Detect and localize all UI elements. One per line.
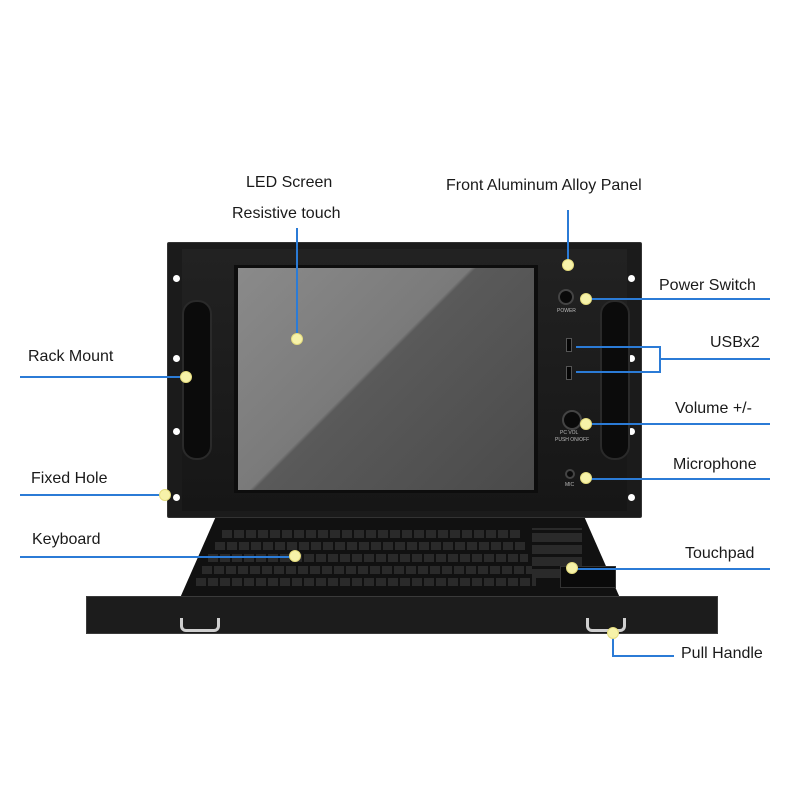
marker-dot bbox=[159, 489, 171, 501]
volume-knob bbox=[562, 410, 582, 430]
label-rack-mount: Rack Mount bbox=[28, 348, 114, 365]
power-mark: POWER bbox=[557, 308, 576, 314]
label-front-panel: Front Aluminum Alloy Panel bbox=[446, 177, 642, 194]
power-switch bbox=[558, 289, 574, 305]
label-led-screen: LED Screen bbox=[246, 174, 333, 191]
leader-line-fixed-hole bbox=[20, 494, 164, 496]
label-power-switch: Power Switch bbox=[659, 277, 756, 294]
mount-hole bbox=[173, 275, 180, 282]
pull-handle-left bbox=[180, 618, 220, 632]
key-row bbox=[196, 578, 536, 586]
marker-dot bbox=[291, 333, 303, 345]
label-volume: Volume +/- bbox=[675, 400, 752, 417]
leader-line-keyboard bbox=[20, 556, 296, 558]
leader-line-rack bbox=[20, 376, 186, 378]
leader-line-volume bbox=[586, 423, 770, 425]
marker-dot bbox=[566, 562, 578, 574]
mount-hole bbox=[173, 355, 180, 362]
key-row bbox=[202, 566, 532, 574]
leader-line-power bbox=[586, 298, 770, 300]
label-microphone: Microphone bbox=[673, 456, 757, 473]
label-usb: USBx2 bbox=[710, 334, 760, 351]
usb-port bbox=[566, 366, 572, 380]
pcvol-mark: PC VOL bbox=[560, 430, 579, 436]
mic-mark: MIC bbox=[565, 482, 575, 488]
key-row bbox=[215, 542, 525, 550]
label-keyboard: Keyboard bbox=[32, 531, 101, 548]
leader-line-pull-v bbox=[612, 632, 614, 656]
mount-hole bbox=[628, 275, 635, 282]
key-row bbox=[222, 530, 522, 538]
push-mark: PUSH ON/OFF bbox=[555, 437, 590, 443]
marker-dot bbox=[580, 472, 592, 484]
mount-hole bbox=[628, 355, 635, 362]
leader-line-pull-h bbox=[612, 655, 674, 657]
mount-hole bbox=[173, 428, 180, 435]
marker-dot bbox=[580, 418, 592, 430]
leader-line-touchpad bbox=[572, 568, 770, 570]
pull-handle-right bbox=[586, 618, 626, 632]
marker-dot bbox=[289, 550, 301, 562]
microphone-jack bbox=[565, 469, 575, 479]
leader-line-microphone bbox=[586, 478, 770, 480]
marker-dot bbox=[180, 371, 192, 383]
led-screen bbox=[238, 268, 534, 490]
label-resistive-touch: Resistive touch bbox=[232, 205, 341, 222]
rack-handle-right bbox=[600, 300, 630, 460]
key-row bbox=[208, 554, 528, 562]
usb-port bbox=[566, 338, 572, 352]
leader-line-usb-1 bbox=[576, 346, 660, 348]
leader-line-panel bbox=[567, 210, 569, 262]
label-fixed-hole: Fixed Hole bbox=[31, 470, 108, 487]
leader-line-usb-h bbox=[659, 358, 770, 360]
leader-line-usb-2 bbox=[576, 371, 660, 373]
label-touchpad: Touchpad bbox=[685, 545, 755, 562]
mount-hole bbox=[173, 494, 180, 501]
marker-dot bbox=[562, 259, 574, 271]
label-pull-handle: Pull Handle bbox=[681, 645, 763, 662]
mount-hole bbox=[628, 494, 635, 501]
mount-hole bbox=[628, 428, 635, 435]
marker-dot bbox=[580, 293, 592, 305]
leader-line-screen bbox=[296, 228, 298, 338]
marker-dot bbox=[607, 627, 619, 639]
